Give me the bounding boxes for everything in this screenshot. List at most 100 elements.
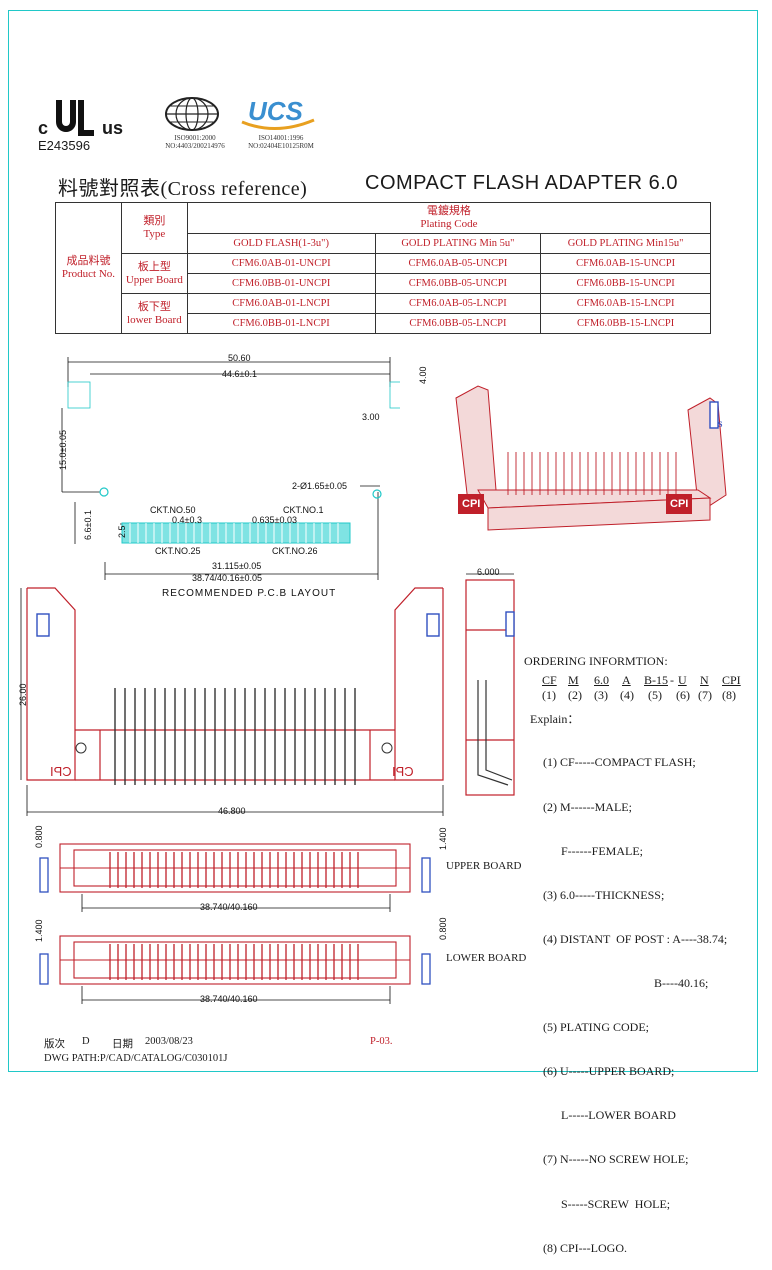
pcb-ckt50: CKT.NO.50 bbox=[150, 505, 196, 515]
upper-left-dim: 0.800 bbox=[34, 825, 44, 848]
product-title: COMPACT FLASH ADAPTER 6.0 bbox=[365, 172, 678, 194]
upper-board-view bbox=[39, 843, 431, 912]
col-gold-5u: GOLD PLATING Min 5u" bbox=[374, 233, 542, 254]
pcb-ckt26: CKT.NO.26 bbox=[272, 546, 318, 556]
explain-line: S-----SCREW HOLE; bbox=[543, 1196, 671, 1211]
ul-mark-icon bbox=[56, 100, 94, 136]
pcb-dim-overall: 50.60 bbox=[228, 353, 251, 363]
ul-file-number: E243596 bbox=[38, 138, 91, 153]
code-plating: B-15 bbox=[644, 673, 668, 687]
cqc-number: NO:4403/200214976 bbox=[165, 142, 225, 150]
footer-date-label: 日期 bbox=[112, 1039, 133, 1050]
explain-line: (4) DISTANT OF POST : A----38.74; bbox=[543, 931, 728, 946]
code-cf: CF bbox=[542, 673, 557, 687]
cqc-logo: ISO9001:2000 NO:4403/200214976 bbox=[150, 96, 240, 156]
upper-width-dim: 38.740/40.160 bbox=[200, 902, 258, 912]
explain-line: B----40.16; bbox=[543, 975, 709, 990]
ucs-logo: UCS ISO14001:1996 NO:02404E10125R0M bbox=[236, 96, 326, 156]
num-7: (7) bbox=[698, 688, 712, 702]
pcb-dim-hole: 2-Ø1.65±0.05 bbox=[292, 481, 347, 491]
pcb-dim-total: 38.74/40.16±0.05 bbox=[192, 573, 263, 583]
front-cpi-right: CPI bbox=[392, 764, 414, 779]
pcb-ckt25: CKT.NO.25 bbox=[155, 546, 201, 556]
pcb-dim-pad-w: 3.00 bbox=[362, 412, 380, 422]
explain-line: (1) CF-----COMPACT FLASH; bbox=[543, 755, 696, 770]
pcb-dim-offset: 15.0±0.05 bbox=[58, 430, 68, 470]
footer-version: D bbox=[82, 1036, 90, 1047]
table-cell: CFM6.0BB-05-UNCPI bbox=[374, 273, 542, 294]
upper-board-label: UPPER BOARD bbox=[446, 860, 522, 872]
footer-page: P-03. bbox=[370, 1036, 393, 1047]
explain-line: (7) N-----NO SCREW HOLE; bbox=[543, 1152, 689, 1167]
explain-line: (5) PLATING CODE; bbox=[543, 1020, 649, 1035]
pcb-pitch-b: 0.635±0.03 bbox=[252, 515, 297, 525]
explain-list: (1) CF-----COMPACT FLASH; (2) M------MAL… bbox=[543, 726, 763, 1270]
ucs-iso: ISO14001:1996 bbox=[258, 134, 304, 142]
lower-right-dim: 0.800 bbox=[438, 917, 448, 940]
table-cell: CFM6.0AB-15-UNCPI bbox=[540, 253, 711, 274]
code-screw: N bbox=[700, 673, 709, 687]
explain-line: (6) U-----UPPER BOARD; bbox=[543, 1064, 675, 1079]
code-m: M bbox=[568, 673, 579, 687]
table-cell: CFM6.0BB-15-UNCPI bbox=[540, 273, 711, 294]
num-8: (8) bbox=[722, 688, 736, 702]
ucs-text: UCS bbox=[248, 96, 303, 126]
num-4: (4) bbox=[620, 688, 634, 702]
lower-board-view bbox=[39, 935, 431, 1004]
isometric-view bbox=[455, 385, 727, 531]
ucs-number: NO:02404E10125R0M bbox=[248, 142, 314, 150]
front-width-dim: 46.800 bbox=[218, 806, 246, 816]
table-cell: CFM6.0AB-01-LNCPI bbox=[186, 293, 376, 314]
explain-line: (8) CPI---LOGO. bbox=[543, 1240, 627, 1255]
front-cpi-left: CPI bbox=[50, 764, 72, 779]
side-width-dim: 6.000 bbox=[477, 567, 500, 577]
table-cell: CFM6.0BB-01-LNCPI bbox=[186, 313, 376, 334]
pcb-dim-pad-len: 2.5 bbox=[117, 525, 127, 538]
ordering-codes: CF M 6.0 A B-15 - U N CPI (1) (2) (3) (4… bbox=[542, 673, 742, 703]
explain-heading: Explain： bbox=[530, 712, 580, 726]
side-view bbox=[465, 573, 515, 796]
footer-date: 2003/08/23 bbox=[145, 1036, 193, 1047]
code-thickness: 6.0 bbox=[594, 673, 609, 687]
ul-logo: c us E243596 bbox=[36, 96, 146, 156]
ul-us-mark: us bbox=[102, 118, 124, 138]
table-cell: CFM6.0BB-15-LNCPI bbox=[540, 313, 711, 334]
pcb-pitch-a: 0.4±0.3 bbox=[172, 515, 202, 525]
ul-c-mark: c bbox=[38, 118, 49, 138]
explain-line: (2) M------MALE; bbox=[543, 799, 632, 814]
num-1: (1) bbox=[542, 688, 556, 702]
footer-version-label: 版次 bbox=[44, 1039, 65, 1050]
table-cell: CFM6.0BB-05-LNCPI bbox=[374, 313, 542, 334]
pcb-dim-row: 6.6±0.1 bbox=[83, 510, 93, 540]
ordering-title: ORDERING INFORMTION: bbox=[524, 654, 668, 668]
num-3: (3) bbox=[594, 688, 608, 702]
pcb-dim-span: 31.115±0.05 bbox=[212, 561, 262, 571]
num-5: (5) bbox=[648, 688, 662, 702]
pcb-ckt1: CKT.NO.1 bbox=[283, 505, 324, 515]
explain-line: (3) 6.0-----THICKNESS; bbox=[543, 887, 665, 902]
iso-logo-right: CPI bbox=[670, 498, 689, 510]
front-view bbox=[20, 587, 444, 816]
cqc-globe-icon bbox=[165, 97, 219, 131]
table-cell: CFM6.0AB-15-LNCPI bbox=[540, 293, 711, 314]
num-6: (6) bbox=[676, 688, 690, 702]
cqc-iso: ISO9001:2000 bbox=[174, 134, 216, 142]
code-dash: - bbox=[670, 673, 674, 687]
pcb-caption: RECOMMENDED P.C.B LAYOUT bbox=[162, 588, 337, 599]
lower-board-label: LOWER BOARD bbox=[446, 952, 527, 964]
cross-reference-title: 料號對照表(Cross reference) bbox=[58, 178, 308, 200]
col-gold-15u: GOLD PLATING Min15u" bbox=[540, 233, 711, 254]
ucs-swoosh-icon bbox=[241, 118, 315, 131]
pcb-layout-drawing bbox=[61, 357, 400, 580]
table-cell: CFM6.0AB-05-LNCPI bbox=[374, 293, 542, 314]
lower-left-dim: 1.400 bbox=[34, 919, 44, 942]
iso-logo-left: CPI bbox=[462, 498, 481, 510]
col-gold-flash: GOLD FLASH(1-3u") bbox=[186, 233, 376, 254]
upper-right-dim: 1.400 bbox=[438, 827, 448, 850]
